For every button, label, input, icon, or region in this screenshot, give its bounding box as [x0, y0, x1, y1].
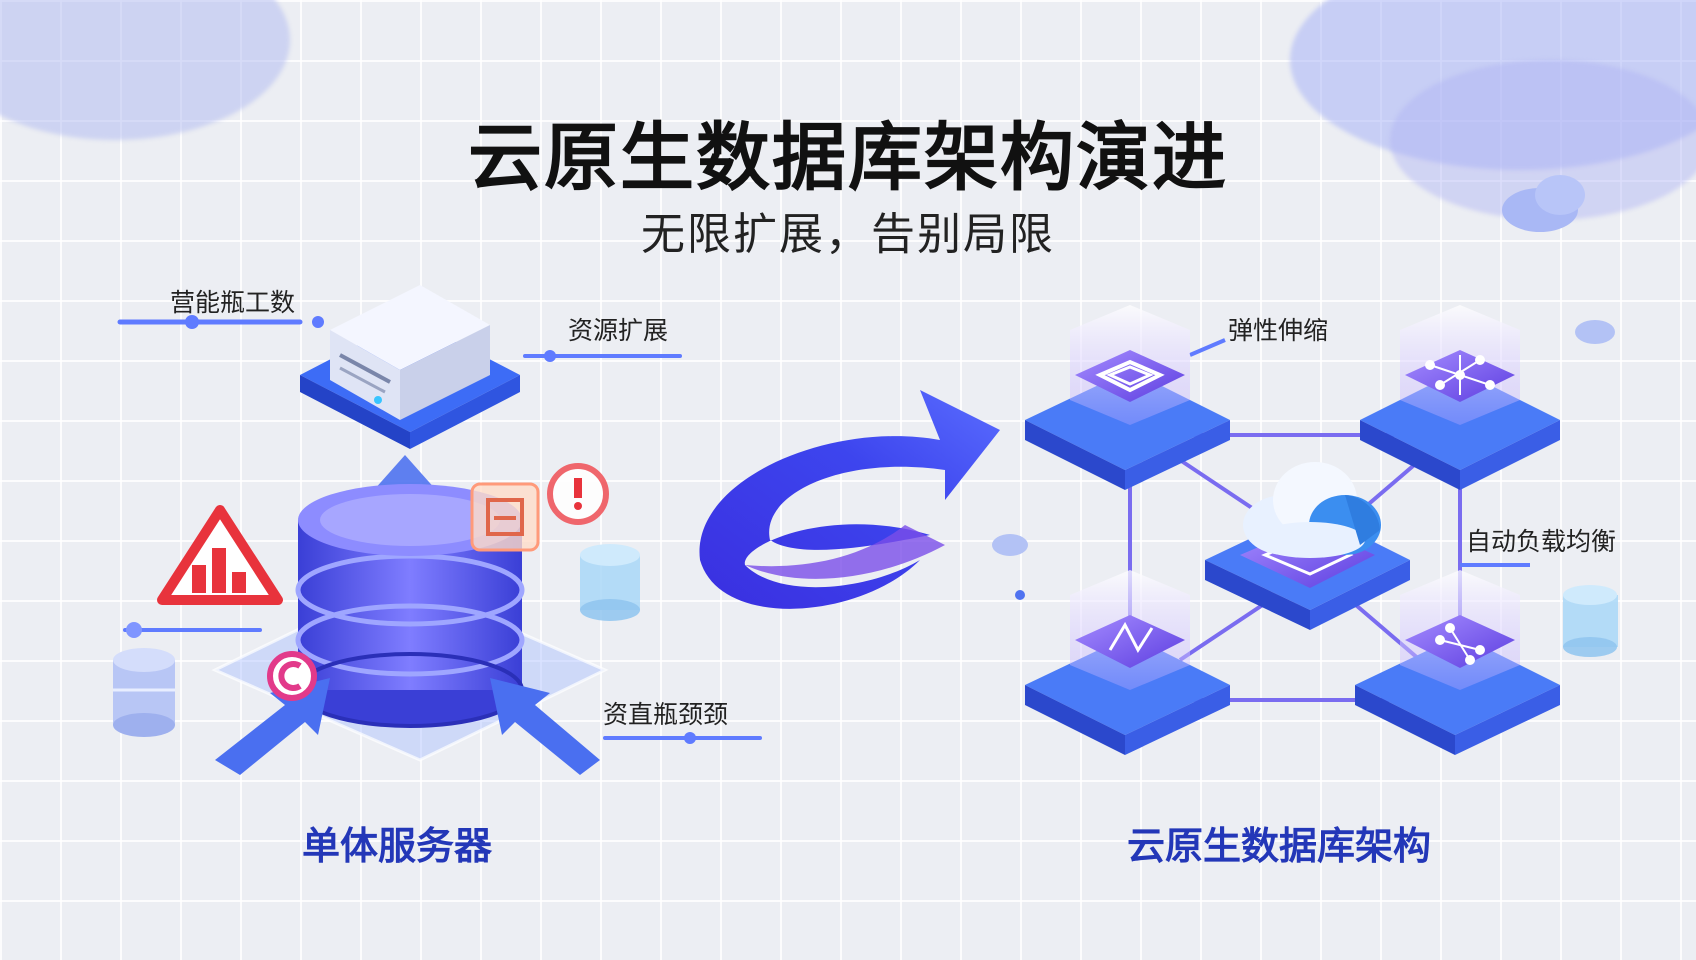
cloud-icon [1243, 462, 1381, 558]
page-subtitle: 无限扩展，告别局限 [641, 209, 1055, 260]
label-auto-load-balancing: 自动负载均衡 [1466, 527, 1617, 556]
server-icon [300, 285, 520, 449]
node-bottom-right [1355, 570, 1560, 755]
label-elastic-scaling: 弹性伸缩 [1228, 316, 1329, 345]
caption-cloud-native-db: 云原生数据库架构 [1127, 824, 1432, 868]
side-database-small-right-icon [1563, 585, 1618, 657]
evolution-arrow-icon [699, 390, 1000, 609]
alert-circle-icon [547, 463, 609, 525]
pressure-arrow-left-icon [215, 678, 330, 775]
left-label-lines [117, 315, 762, 744]
label-resource-scaling: 资源扩展 [568, 316, 669, 345]
side-database-small-mid-icon [580, 544, 640, 621]
error-badge-icon [267, 651, 317, 701]
pressure-arrow-right-icon [490, 678, 600, 775]
document-card-icon [470, 482, 540, 552]
side-database-small-left-icon [113, 648, 175, 737]
page-title: 云原生数据库架构演进 [468, 115, 1228, 201]
monolith-database-icon [295, 484, 525, 728]
node-top-right [1360, 305, 1560, 490]
warning-triangle-icon [157, 505, 283, 605]
label-performance-bottleneck: 营能瓶工数 [170, 288, 296, 317]
small-cloud-icon [992, 175, 1615, 556]
node-bottom-left [1025, 570, 1230, 755]
node-top-left [1025, 305, 1230, 490]
label-resource-bottleneck: 资直瓶颈颈 [603, 700, 729, 729]
caption-monolith-server: 单体服务器 [302, 824, 493, 868]
